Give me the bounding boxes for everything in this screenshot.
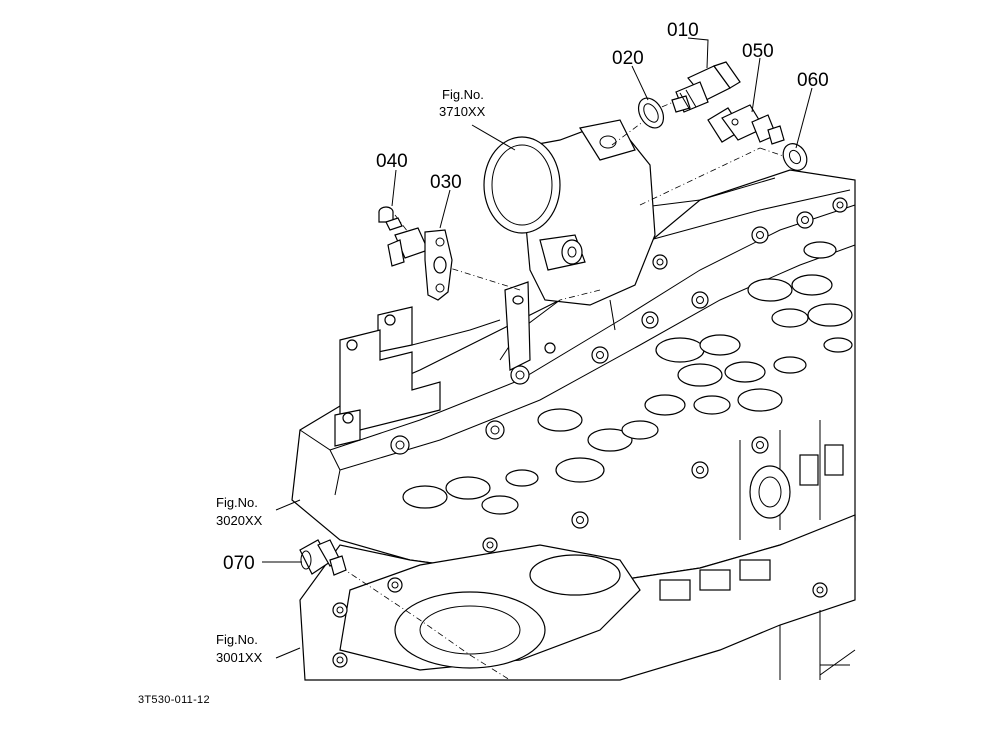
cylinder-head-drawing bbox=[291, 169, 856, 581]
leader-lines bbox=[262, 37, 813, 659]
figref-3001-label: Fig.No. bbox=[216, 632, 258, 647]
part-050-sensor bbox=[707, 104, 785, 145]
callout-050: 050 bbox=[742, 41, 774, 62]
cylinder-block-drawing bbox=[299, 514, 856, 681]
figref-3020-number: 3020XX bbox=[216, 513, 263, 528]
callout-070: 070 bbox=[223, 553, 255, 574]
drawing-number: 3T530-011-12 bbox=[138, 694, 210, 706]
part-020-gasket bbox=[637, 97, 665, 129]
callout-060: 060 bbox=[797, 70, 829, 91]
callout-010: 010 bbox=[667, 20, 699, 41]
callout-020: 020 bbox=[612, 48, 644, 69]
port-group-3 bbox=[747, 241, 853, 353]
thermostat-housing-drawing bbox=[483, 119, 656, 371]
part-060-washer bbox=[782, 143, 808, 171]
figref-3001-number: 3001XX bbox=[216, 650, 263, 665]
part-070-pressure-switch bbox=[299, 539, 347, 576]
rocker-bracket-drawing bbox=[334, 306, 501, 447]
port-group-2 bbox=[655, 334, 807, 415]
callout-040: 040 bbox=[376, 151, 408, 172]
head-bolt-bosses bbox=[390, 197, 848, 553]
part-010-temperature-sensor bbox=[671, 61, 741, 113]
part-030-sensor bbox=[387, 227, 453, 301]
figref-3710-label: Fig.No. bbox=[442, 87, 484, 102]
figref-3710-number: 3710XX bbox=[439, 104, 486, 119]
callout-030: 030 bbox=[430, 172, 462, 193]
part-040-bolt bbox=[378, 206, 403, 231]
figref-3020-label: Fig.No. bbox=[216, 495, 258, 510]
port-group-1 bbox=[402, 394, 686, 515]
